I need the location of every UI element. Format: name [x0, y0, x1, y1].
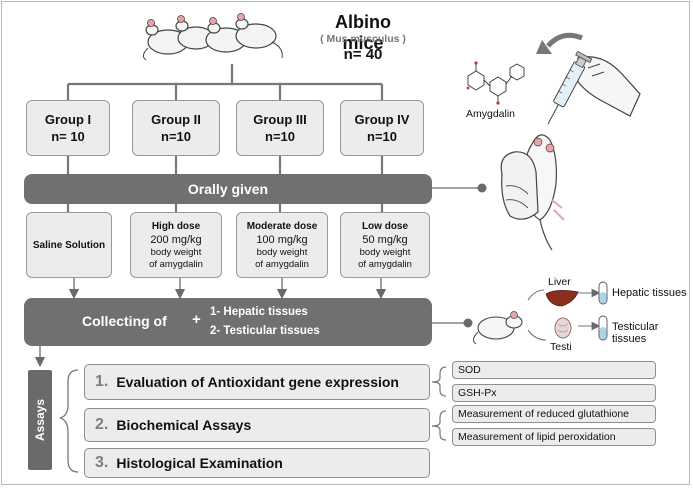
sub-assay-glutathione: Measurement of reduced glutathione [452, 405, 656, 423]
assay-label: Biochemical Assays [116, 417, 252, 433]
group-name: Group II [151, 112, 201, 127]
sub-assay-lipid-peroxidation: Measurement of lipid peroxidation [452, 428, 656, 446]
collecting-label: Collecting of [82, 313, 167, 329]
testi-label: Testi [550, 341, 572, 353]
dose-line-2: of amygdalin [149, 258, 203, 270]
mice-title: Albino mice [335, 12, 391, 53]
dose-box-moderate: Moderate dose 100 mg/kg body weight of a… [236, 212, 328, 278]
sub-assay-gsh-px: GSH-Px [452, 384, 656, 402]
collecting-item-2: 2- Testicular tissues [210, 325, 320, 337]
group-box-4: Group IV n=10 [340, 100, 424, 156]
dose-amount: 200 mg/kg [150, 233, 202, 246]
mice-group-illustration [142, 13, 283, 61]
hepatic-tube-icon [598, 281, 608, 305]
liver-label: Liver [548, 276, 571, 288]
collecting-plus: + [192, 311, 201, 328]
assay-box-3: 3. Histological Examination [84, 448, 430, 478]
collecting-item-1: 1- Hepatic tissues [210, 306, 308, 318]
group-count: n=10 [265, 129, 295, 144]
dose-amount: 100 mg/kg [256, 233, 308, 246]
group-name: Group IV [354, 112, 410, 127]
dose-box-high: High dose 200 mg/kg body weight of amygd… [130, 212, 222, 278]
hepatic-tube-label: Hepatic tissues [612, 287, 687, 299]
testicular-tube-icon [598, 315, 608, 341]
dose-title: Low dose [361, 220, 409, 232]
dose-line-1: body weight [359, 246, 411, 258]
group-count: n=10 [161, 129, 191, 144]
dose-box-saline: Saline Solution [26, 212, 112, 278]
dose-line-1: body weight [256, 246, 308, 258]
collecting-bar: Collecting of + 1- Hepatic tissues 2- Te… [24, 298, 432, 346]
dose-amount: 50 mg/kg [362, 233, 408, 246]
assay-number: 2. [95, 416, 109, 433]
dose-title: Saline Solution [32, 239, 106, 251]
assay-label: Histological Examination [116, 455, 283, 471]
assay-number: 1. [95, 373, 109, 390]
amygdalin-label: Amygdalin [466, 108, 516, 120]
mice-species: ( Mus musculus ) [320, 33, 406, 45]
mice-count: n= 40 [343, 46, 383, 63]
assay-box-2: 2. Biochemical Assays [84, 408, 430, 442]
sub-assay-sod: SOD [452, 361, 656, 379]
assay-box-1: 1. Evaluation of Antioxidant gene expres… [84, 364, 430, 400]
gavage-illustration [500, 32, 641, 251]
assay-label: Evaluation of Antioxidant gene expressio… [116, 374, 399, 390]
dose-title: Moderate dose [246, 220, 318, 232]
group-count: n=10 [367, 129, 397, 144]
group-box-1: Group I n= 10 [26, 100, 110, 156]
dose-title: High dose [151, 220, 201, 232]
assay-number: 3. [95, 454, 109, 471]
group-name: Group III [253, 112, 307, 127]
group-box-3: Group III n=10 [236, 100, 324, 156]
dose-box-low: Low dose 50 mg/kg body weight of amygdal… [340, 212, 430, 278]
amygdalin-structure-icon [466, 61, 525, 105]
testicular-tube-label: Testicular tissues [612, 321, 659, 345]
testis-icon [554, 317, 572, 339]
group-count: n= 10 [51, 129, 85, 144]
dose-line-2: of amygdalin [255, 258, 309, 270]
dose-line-1: body weight [150, 246, 202, 258]
orally-given-bar: Orally given [24, 174, 432, 204]
group-box-2: Group II n=10 [132, 100, 220, 156]
group-name: Group I [44, 112, 92, 127]
assays-side-label: Assays [28, 370, 52, 470]
assays-label: Assays [33, 398, 48, 442]
dose-line-2: of amygdalin [358, 258, 412, 270]
collection-mouse-icon [472, 311, 523, 345]
liver-icon [545, 290, 579, 307]
